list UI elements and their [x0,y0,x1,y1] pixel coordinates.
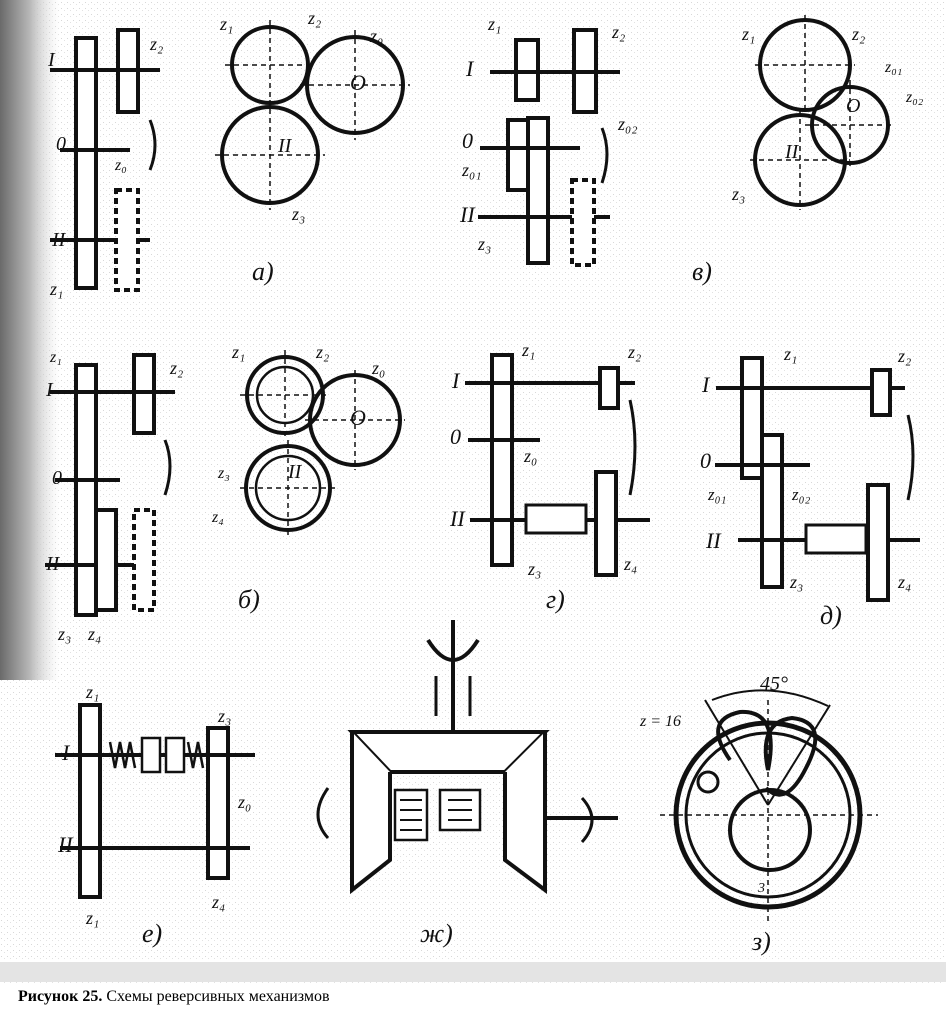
label-a-shaft-o: 0 [56,133,66,155]
label-v-gear-zo1: z₀₁ [884,59,902,76]
sublabel-v: в) [692,257,712,286]
label-a-shaft-ii: II [51,229,67,251]
label-a-z2: z₂ [149,34,163,54]
label-v-shaft-o: 0 [462,128,473,153]
label-v-z3: z₃ [477,234,491,254]
label-g-z2: z₂ [627,342,641,362]
label-z-angle: 45° [760,673,788,695]
diagram-g-schematic [465,353,650,577]
label-d-shaft-ii: II [705,528,722,553]
label-v-gear-o: O [846,95,860,117]
label-z-small3: 3 [757,881,765,896]
label-g-z3: z₃ [527,559,541,579]
sublabel-e: е) [142,919,162,948]
sublabel-g: г) [546,585,565,614]
label-b-z2: z₂ [169,358,183,378]
diagram-z-cam [660,689,878,925]
label-a-shaft-i: I [47,49,56,71]
label-b-gear-z0: z₀ [371,358,385,378]
scan-bottom-band [0,962,946,982]
sublabel-a: а) [252,257,274,286]
label-b-z4: z₄ [87,624,101,644]
label-b-shaft-o: 0 [52,467,62,489]
diagram-zh-bevel [316,620,618,895]
caption-text: Схемы реверсивных механизмов [106,988,330,1005]
diagram-v-schematic [478,28,620,267]
diagram-a-schematic [50,28,160,292]
label-e-z0: z₀ [237,792,251,812]
label-a-z1: z₁ [49,279,63,299]
label-b-shaft-ii: II [45,553,61,575]
label-v-z1: z₁ [487,14,501,34]
label-a-gear-z2: z₂ [307,8,321,28]
label-b-gear-ii: II [287,461,303,483]
label-e-z1-bottom: z₁ [85,908,99,928]
label-v-zo1: z₀₁ [461,160,482,180]
figure-scan: z₂ z₀ I 0 II z₁ z₁ z₂ z₀ O II z₃ а) z₁ z [0,0,946,985]
label-d-z3: z₃ [789,572,803,592]
diagram-e-schematic [55,703,255,899]
label-e-shaft-i: I [61,740,71,765]
label-a-gear-o: O [350,70,366,95]
label-e-shaft-ii: II [57,832,74,857]
label-d-shaft-o: 0 [700,448,711,473]
label-d-z2: z₂ [897,346,911,366]
label-b-shaft-i: I [45,379,54,401]
label-v-shaft-i: I [465,56,475,81]
label-z-teeth: z = 16 [639,713,681,730]
label-e-z4: z₄ [211,892,225,912]
diagram-b-schematic [45,353,175,617]
caption-number: Рисунок 25. [18,988,103,1005]
label-d-zo1: z₀₁ [707,485,726,504]
sublabel-d: д) [820,601,842,630]
label-g-z1: z₁ [521,340,535,360]
diagram-v-gears [750,15,895,210]
diagram-a-gears [215,20,410,210]
sublabel-zh: ж) [420,919,453,948]
label-v-gear-z1: z₁ [741,24,755,44]
label-v-zo2: z₀₂ [617,114,638,134]
label-g-z0: z₀ [523,446,537,466]
label-d-z1: z₁ [783,344,797,364]
label-g-shaft-i: I [451,368,461,393]
label-e-z1-top: z₁ [85,682,99,702]
label-g-shaft-ii: II [449,506,466,531]
label-g-shaft-o: 0 [450,424,461,449]
label-v-shaft-ii: II [459,202,476,227]
label-a-gear-ii: II [277,135,293,157]
label-d-zo2: z₀₂ [791,485,811,504]
diagram-b-gears [240,350,405,535]
label-v-z2: z₂ [611,22,625,42]
diagram-d-schematic [715,356,920,602]
label-v-gear-z3: z₃ [731,184,745,204]
label-g-z4: z₄ [623,554,637,574]
sublabel-b: б) [238,585,260,614]
label-v-gear-z2: z₂ [851,24,865,44]
scan-dark-edge [0,0,60,680]
label-b-gear-z2: z₂ [315,342,329,362]
label-b-gear-z4: z₄ [211,509,224,526]
label-e-z3: z₃ [217,706,231,726]
label-v-gear-zo2: z₀₂ [905,89,924,106]
label-b-z1: z₁ [49,349,62,366]
label-d-shaft-i: I [701,372,711,397]
label-b-z3: z₃ [57,624,71,644]
label-v-gear-ii: II [784,141,800,163]
label-a-gear-z3: z₃ [291,204,305,224]
figure-caption: Рисунок 25. Схемы реверсивных механизмов [18,988,330,1006]
label-b-gear-o: O [350,405,366,430]
label-a-z0: z₀ [114,157,127,174]
label-a-gear-z0: z₀ [369,26,383,46]
label-a-gear-z1: z₁ [219,14,233,34]
sublabel-z: з) [751,927,771,956]
label-d-z4: z₄ [897,572,911,592]
label-b-gear-z1: z₁ [231,342,245,362]
label-b-gear-z3: z₃ [217,465,230,482]
